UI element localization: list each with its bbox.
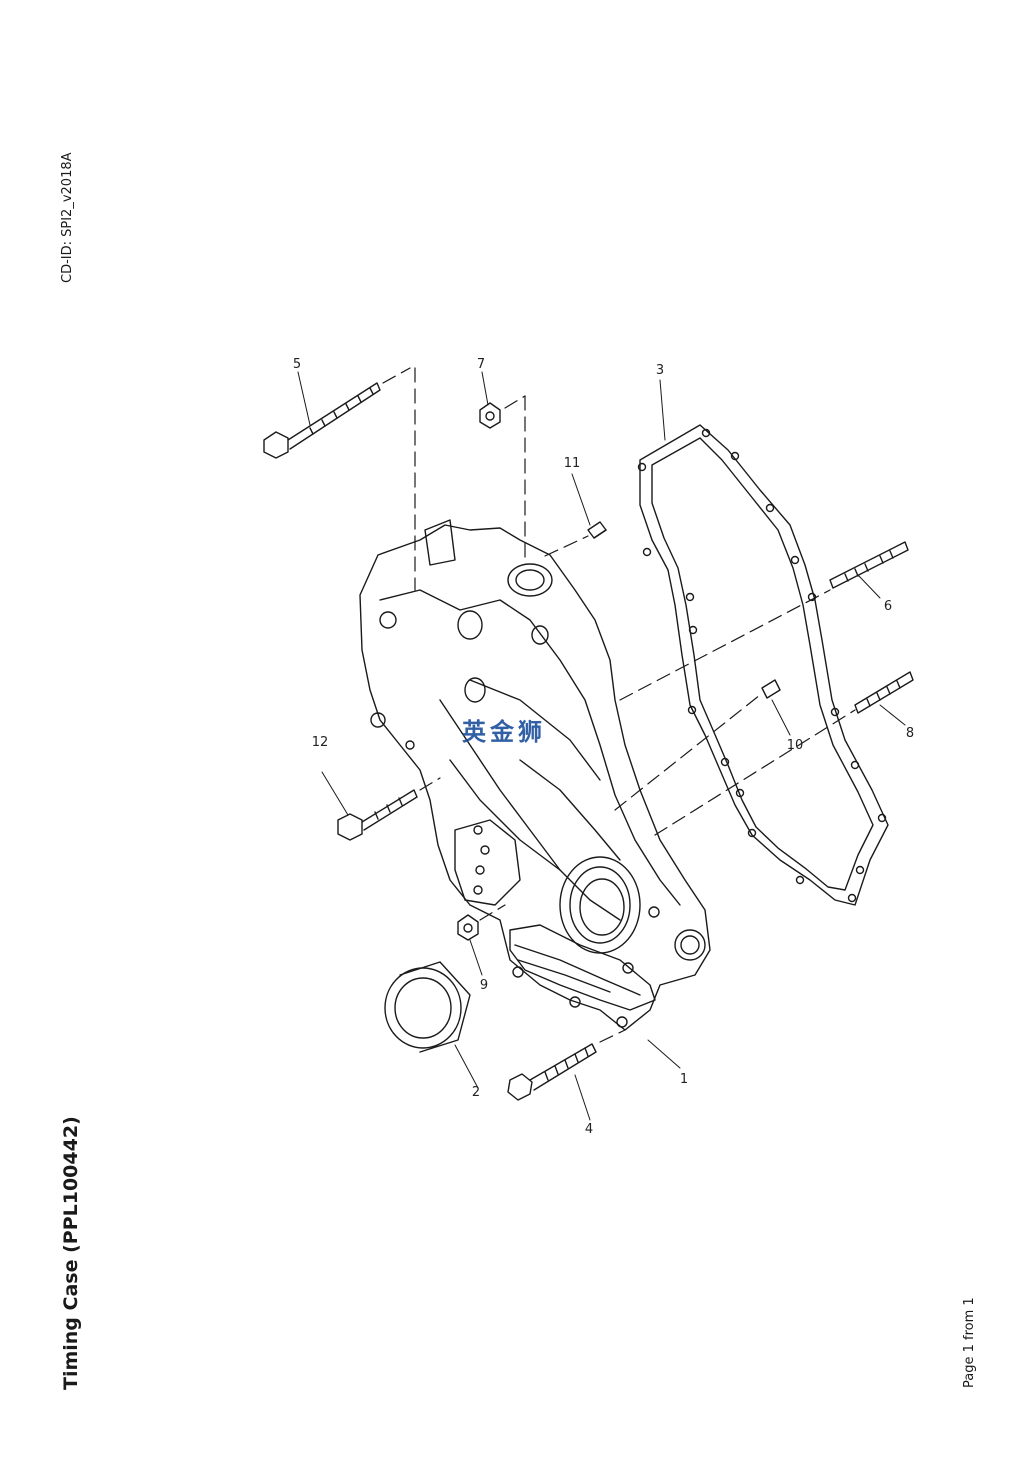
bolt-part-5 — [263, 382, 381, 459]
assembly-lines — [382, 367, 856, 1043]
callout-6: 6 — [884, 599, 892, 614]
gasket-part-3 — [637, 424, 889, 906]
callout-7: 7 — [477, 357, 485, 372]
callout-4: 4 — [585, 1122, 593, 1137]
callout-8: 8 — [906, 726, 914, 741]
callout-3: 3 — [656, 363, 664, 378]
stud-part-6 — [829, 541, 909, 589]
leader-lines — [297, 371, 906, 1121]
timing-case-part-1 — [359, 519, 711, 1031]
callout-9: 9 — [480, 978, 488, 993]
nut-part-9 — [457, 914, 479, 941]
seal-part-2 — [384, 961, 471, 1053]
stud-part-8 — [854, 671, 914, 714]
dowel-part-11 — [587, 521, 607, 539]
callout-10: 10 — [787, 738, 804, 753]
watermark-text: 英金狮 — [462, 718, 546, 746]
callout-1: 1 — [680, 1072, 688, 1087]
callout-11: 11 — [564, 456, 581, 471]
bolt-part-12 — [337, 789, 418, 841]
bolt-part-4 — [507, 1043, 597, 1101]
dowel-part-10 — [761, 679, 781, 699]
callout-5: 5 — [293, 357, 301, 372]
nut-part-7 — [479, 402, 501, 429]
callout-2: 2 — [472, 1085, 480, 1100]
callout-12: 12 — [312, 735, 329, 750]
